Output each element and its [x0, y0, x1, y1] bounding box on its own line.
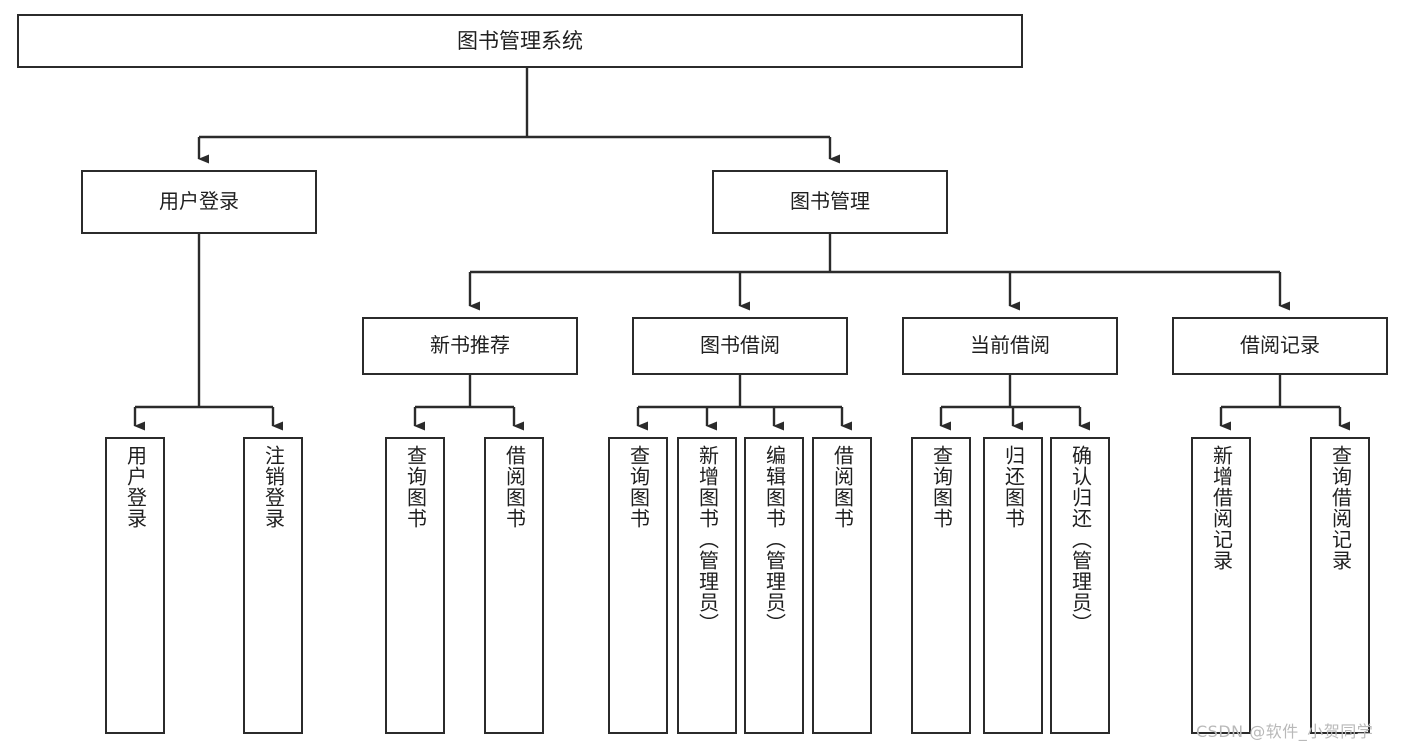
csdn-watermark: CSDN @软件_小贺同学 [1196, 722, 1374, 741]
node-l2: 注销登录 [243, 437, 303, 734]
node-label: 查询图书 [929, 445, 954, 529]
node-l5: 查询图书 [608, 437, 668, 734]
node-label: 图书管理系统 [457, 28, 583, 53]
node-newbook: 新书推荐 [362, 317, 578, 375]
node-label: 新书推荐 [430, 333, 510, 358]
node-label: 确认归还（管理员） [1068, 445, 1093, 634]
node-root: 图书管理系统 [17, 14, 1023, 68]
node-label: 图书管理 [790, 189, 870, 214]
node-l11: 确认归还（管理员） [1050, 437, 1110, 734]
node-label: 用户登录 [159, 189, 239, 214]
node-l7: 编辑图书（管理员） [744, 437, 804, 734]
node-l8: 借阅图书 [812, 437, 872, 734]
node-label: 编辑图书（管理员） [762, 445, 787, 634]
node-label: 用户登录 [123, 445, 148, 529]
node-label: 归还图书 [1001, 445, 1026, 529]
node-label: 图书借阅 [700, 333, 780, 358]
node-label: 新增图书（管理员） [695, 445, 720, 634]
node-label: 查询图书 [626, 445, 651, 529]
node-label: 借阅图书 [502, 445, 527, 529]
node-l6: 新增图书（管理员） [677, 437, 737, 734]
node-l4: 借阅图书 [484, 437, 544, 734]
node-current: 当前借阅 [902, 317, 1118, 375]
node-label: 借阅图书 [830, 445, 855, 529]
node-l9: 查询图书 [911, 437, 971, 734]
node-l10: 归还图书 [983, 437, 1043, 734]
node-label: 借阅记录 [1240, 333, 1320, 358]
node-records: 借阅记录 [1172, 317, 1388, 375]
node-label: 注销登录 [261, 445, 286, 529]
node-login: 用户登录 [81, 170, 317, 234]
node-label: 查询图书 [403, 445, 428, 529]
node-borrow: 图书借阅 [632, 317, 848, 375]
node-label: 当前借阅 [970, 333, 1050, 358]
node-l12: 新增借阅记录 [1191, 437, 1251, 734]
node-l3: 查询图书 [385, 437, 445, 734]
node-l13: 查询借阅记录 [1310, 437, 1370, 734]
node-label: 查询借阅记录 [1328, 445, 1353, 571]
node-bookmgmt: 图书管理 [712, 170, 948, 234]
node-label: 新增借阅记录 [1209, 445, 1234, 571]
node-l1: 用户登录 [105, 437, 165, 734]
